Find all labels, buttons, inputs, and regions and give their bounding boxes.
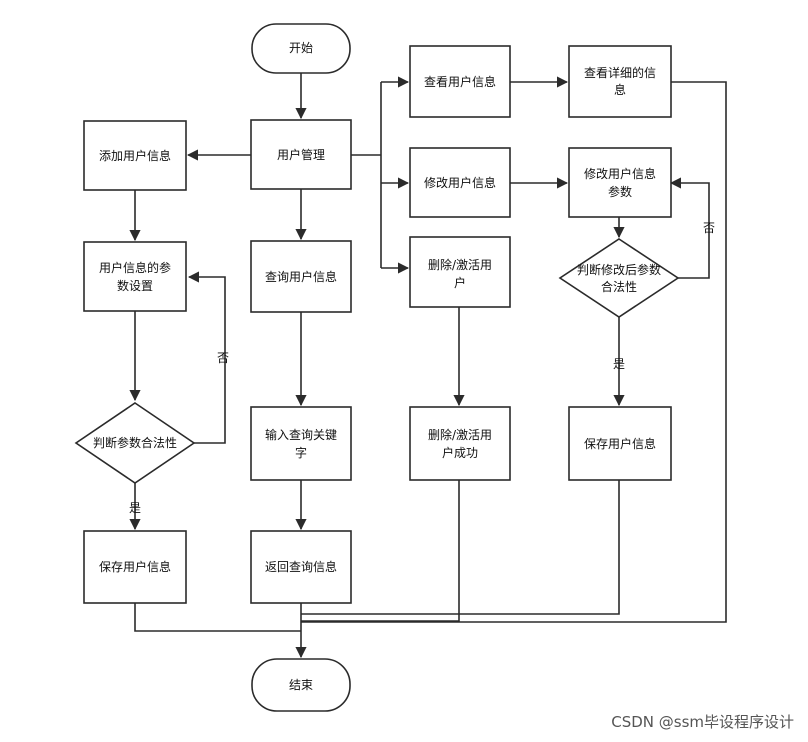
svg-text:保存用户信息: 保存用户信息: [99, 559, 171, 574]
svg-text:修改用户信息: 修改用户信息: [424, 175, 496, 190]
edge-save-right-to-merge: [301, 480, 620, 615]
svg-text:字: 字: [295, 445, 307, 460]
svg-text:户成功: 户成功: [442, 445, 478, 460]
watermark: CSDN @ssm毕设程序设计: [611, 713, 794, 731]
node-start: 开始: [251, 23, 351, 74]
node-judge-right: 判断修改后参数 合法性: [558, 238, 680, 318]
node-modify-user: 修改用户信息: [409, 147, 511, 218]
svg-text:息: 息: [614, 82, 626, 97]
svg-text:查看详细的信: 查看详细的信: [584, 65, 656, 80]
edge-delete-ok-to-merge: [301, 480, 460, 622]
node-save-right: 保存用户信息: [568, 406, 672, 481]
svg-text:用户管理: 用户管理: [277, 147, 325, 162]
svg-text:返回查询信息: 返回查询信息: [265, 559, 337, 574]
node-view-detail: 查看详细的信 息: [568, 45, 672, 118]
edge-judge-right-no: [669, 177, 710, 279]
node-delete-user: 删除/激活用 户: [409, 236, 511, 308]
svg-text:查询用户信息: 查询用户信息: [265, 269, 337, 284]
node-add-user: 添加用户信息: [83, 120, 187, 191]
svg-text:参数: 参数: [608, 184, 632, 199]
svg-text:合法性: 合法性: [601, 279, 637, 294]
svg-text:删除/激活用: 删除/激活用: [428, 427, 492, 442]
svg-text:判断参数合法性: 判断参数合法性: [93, 435, 177, 450]
label-no-left: 否: [217, 351, 229, 365]
svg-text:判断修改后参数: 判断修改后参数: [577, 262, 661, 277]
node-end: 结束: [251, 658, 351, 712]
node-return-query: 返回查询信息: [250, 530, 352, 604]
svg-text:开始: 开始: [289, 41, 313, 55]
node-set-params: 用户信息的参 数设置: [83, 241, 187, 312]
label-no-right: 否: [703, 221, 715, 235]
node-save-left: 保存用户信息: [83, 530, 187, 604]
svg-text:结束: 结束: [289, 678, 313, 692]
label-yes-left: 是: [129, 501, 141, 515]
svg-text:用户信息的参: 用户信息的参: [99, 260, 171, 275]
svg-text:删除/激活用: 删除/激活用: [428, 257, 492, 272]
svg-text:查看用户信息: 查看用户信息: [424, 74, 496, 89]
svg-text:修改用户信息: 修改用户信息: [584, 166, 656, 181]
edge-save-left-to-merge: [134, 603, 301, 632]
node-user-mgmt: 用户管理: [250, 119, 352, 190]
node-judge-left: 判断参数合法性: [74, 402, 196, 484]
label-yes-right: 是: [613, 357, 625, 371]
svg-text:数设置: 数设置: [117, 278, 153, 293]
edge-detail-to-merge: [301, 81, 727, 623]
svg-text:保存用户信息: 保存用户信息: [584, 436, 656, 451]
svg-text:添加用户信息: 添加用户信息: [99, 148, 171, 163]
node-modify-params: 修改用户信息 参数: [568, 147, 672, 218]
node-view-user: 查看用户信息: [409, 45, 511, 118]
node-query: 查询用户信息: [250, 240, 352, 313]
node-delete-success: 删除/激活用 户成功: [409, 406, 511, 481]
edge-judge-left-no: [187, 271, 226, 444]
svg-text:户: 户: [454, 275, 466, 290]
edges: [129, 73, 727, 659]
svg-text:输入查询关键: 输入查询关键: [265, 427, 337, 442]
node-input-keyword: 输入查询关键 字: [250, 406, 352, 481]
